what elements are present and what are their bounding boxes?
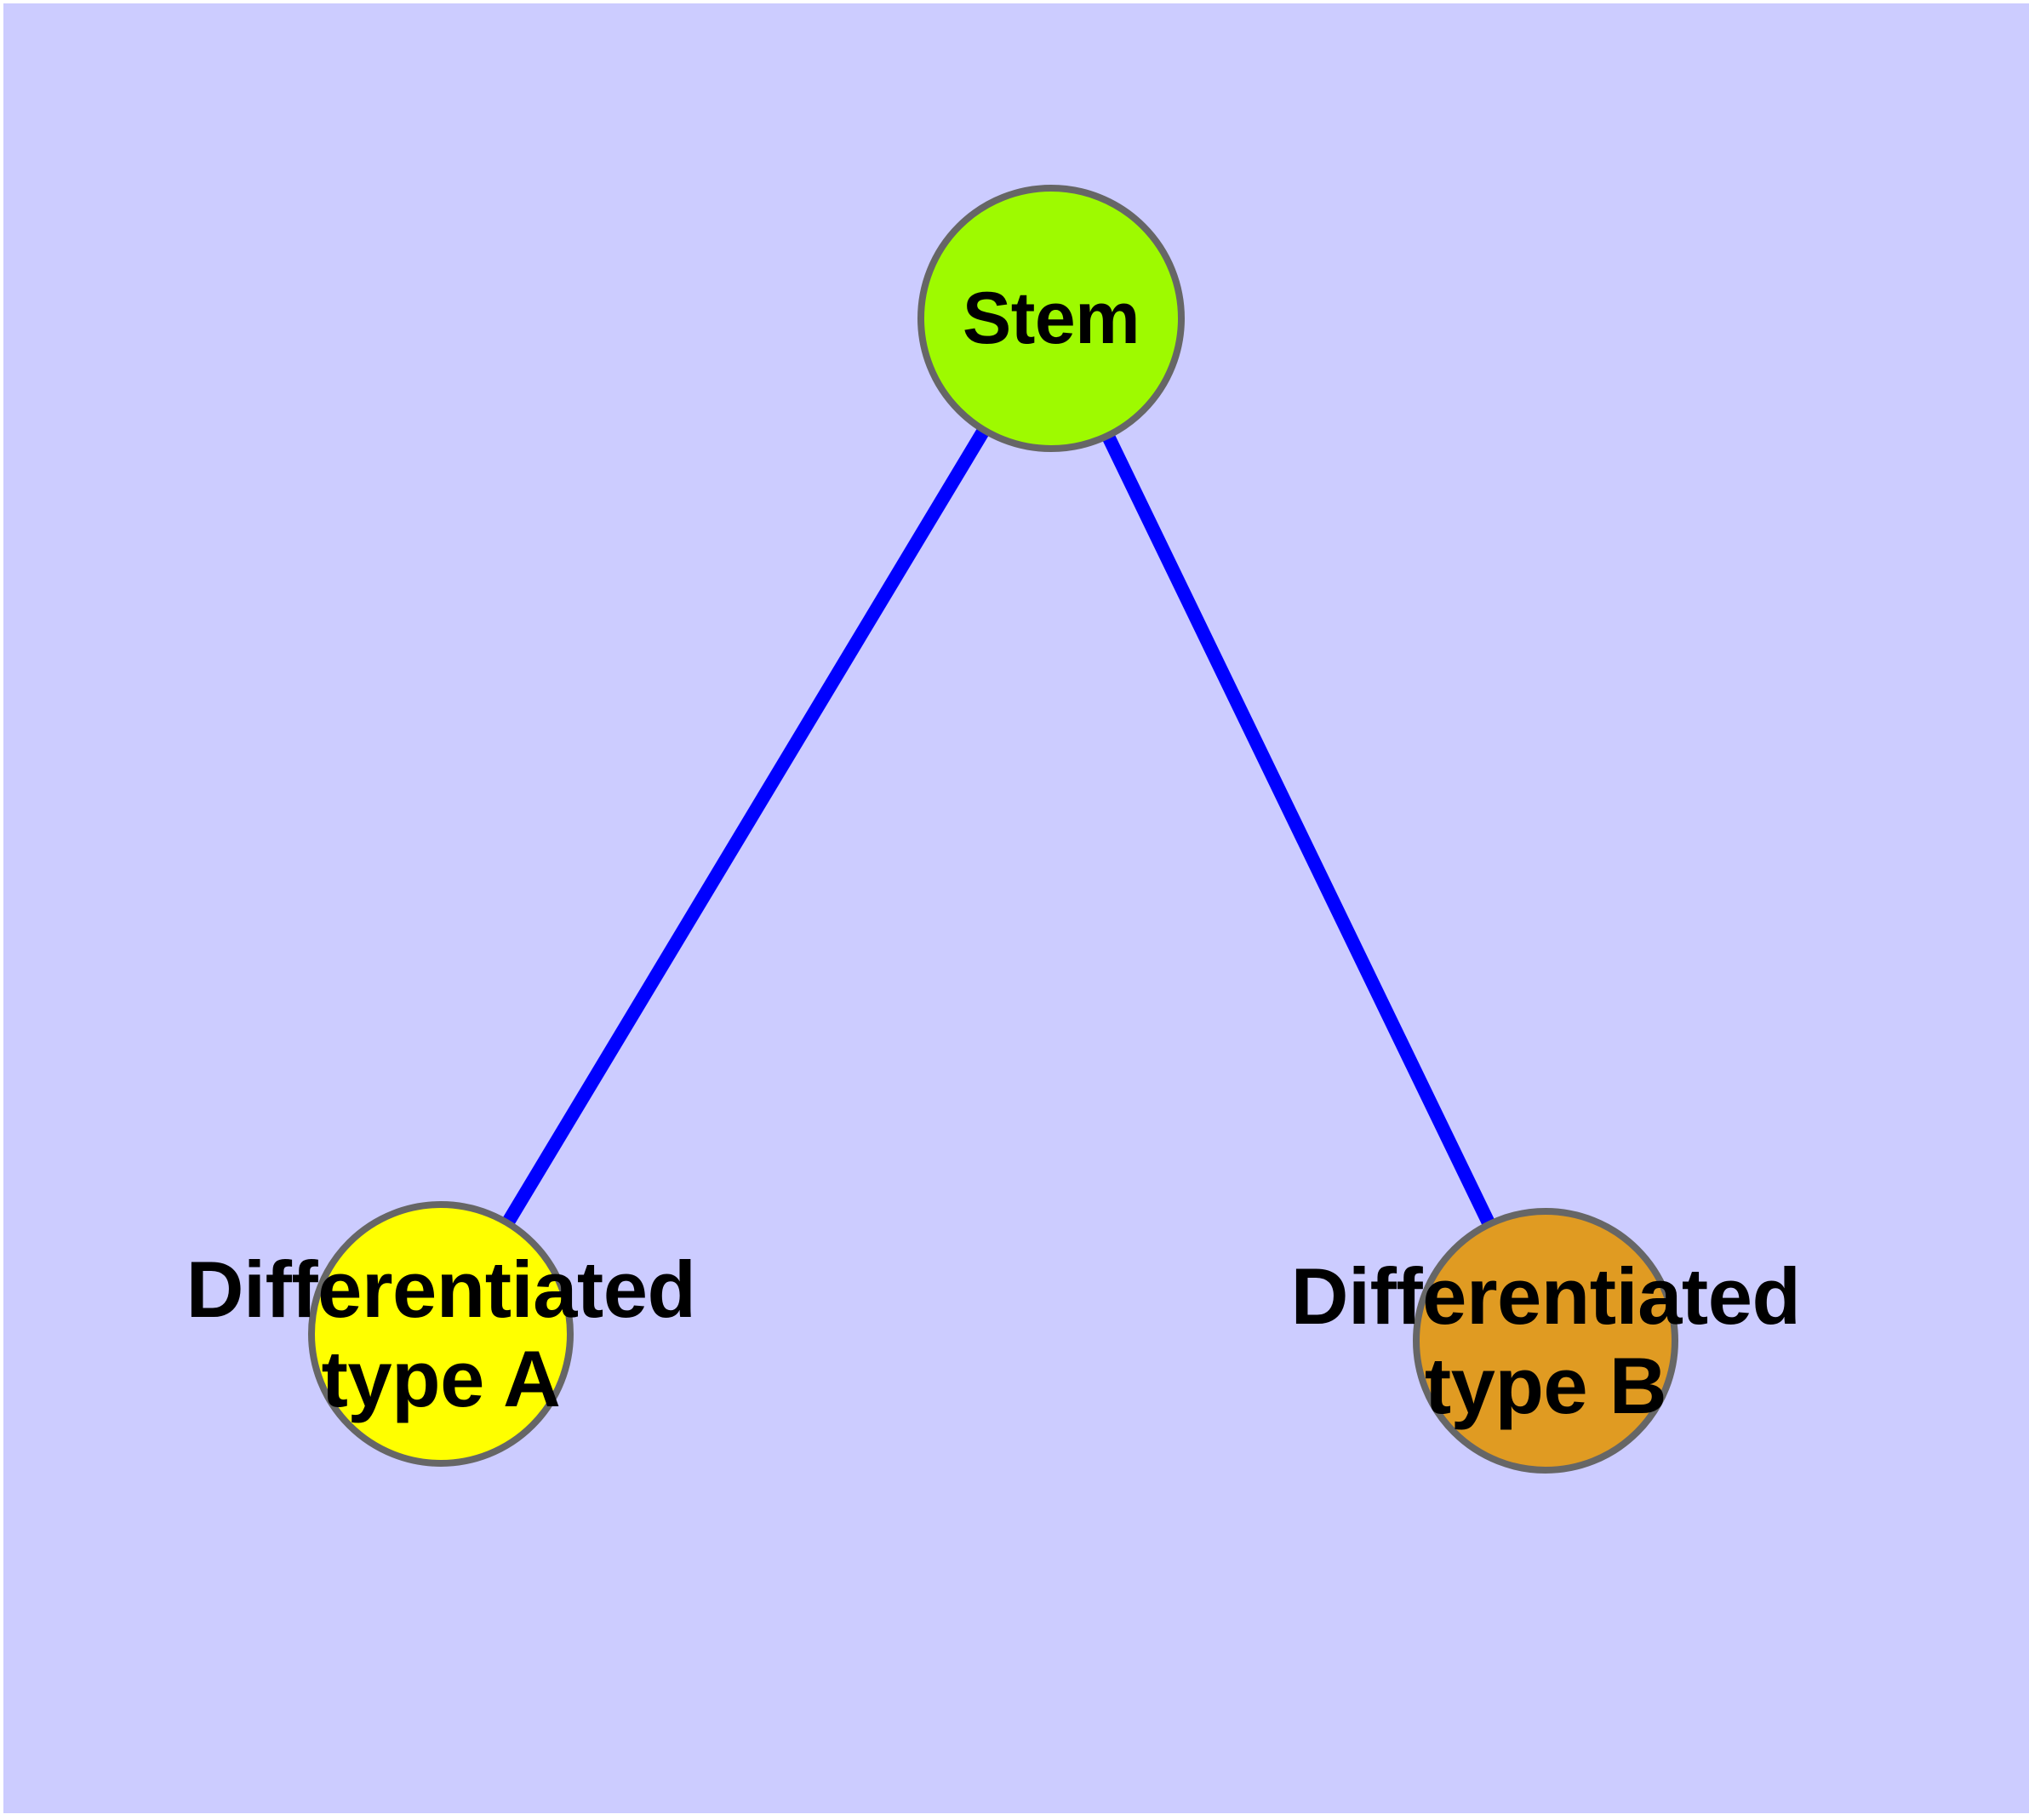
- edge-stem-to-diff-a[interactable]: [435, 314, 1057, 1338]
- node-stem[interactable]: [917, 185, 1185, 452]
- diagram-canvas: Stem Differentiated type A Differentiate…: [3, 3, 2029, 1813]
- node-diff-b[interactable]: [1413, 1208, 1678, 1474]
- edge-stem-to-diff-b[interactable]: [1044, 315, 1552, 1344]
- graph-svg: [308, 185, 1678, 1474]
- node-diff-a[interactable]: [308, 1201, 574, 1467]
- node-layer: [308, 185, 1678, 1474]
- edge-layer: [435, 314, 1552, 1344]
